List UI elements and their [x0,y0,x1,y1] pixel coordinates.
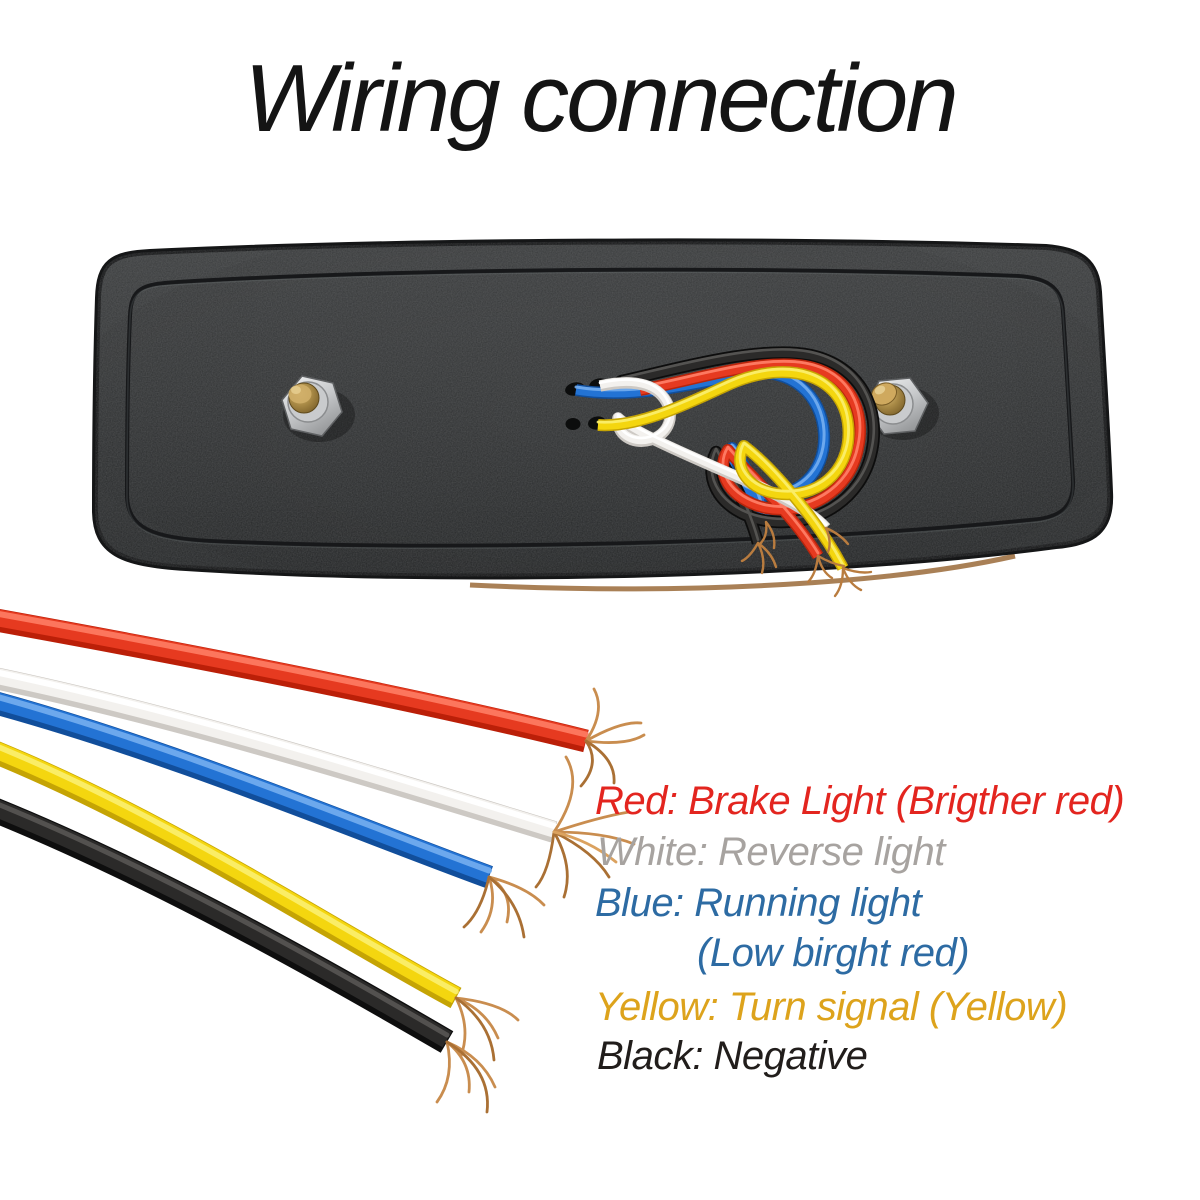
light-housing [91,238,1114,598]
mounting-nut-right [865,377,939,440]
legend-item-blue: Blue: Running light [595,881,922,925]
copper-strands [435,687,646,1114]
blue-wire-copper [462,875,546,939]
page-title: Wiring connection [244,45,958,152]
legend-item-red: Red: Brake Light (Brigther red) [595,779,1125,823]
knot-copper-tips [740,520,873,598]
wire-knot [576,349,874,598]
loose-wires [0,612,646,1114]
housing-ridge [124,267,1076,549]
lens-sliver [469,553,1016,592]
red-wire-copper [579,687,646,788]
mounting-nut-left [281,375,355,442]
black-wire-copper [435,1040,497,1114]
white-wire-copper [534,755,636,899]
legend-item-yellow: Yellow: Turn signal (Yellow) [595,985,1068,1029]
legend-item-blue-note: (Low birght red) [697,931,970,975]
legend-item-white: White: Reverse light [597,830,945,874]
legend-item-black: Black: Negative [597,1034,868,1078]
